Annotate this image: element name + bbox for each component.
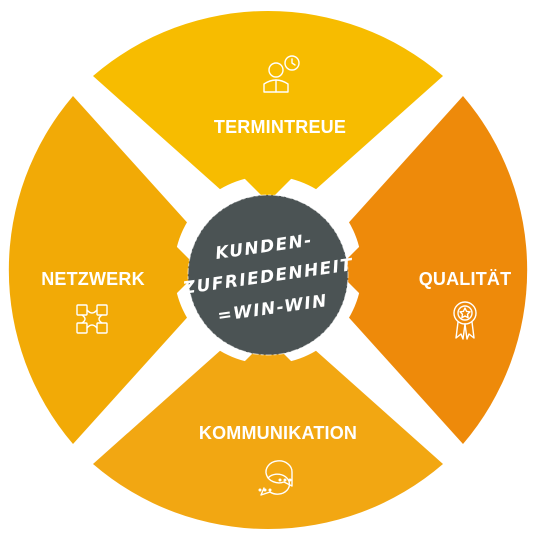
segment-bottom xyxy=(93,308,443,530)
label-netzwerk: NETZWERK xyxy=(41,269,145,289)
businessman-clock-icon xyxy=(263,55,300,93)
segment-right xyxy=(306,96,528,444)
notch-right xyxy=(336,240,366,300)
segment-left xyxy=(8,96,231,444)
label-kommunikation: KOMMUNIKATION xyxy=(199,423,357,443)
notch-top xyxy=(238,172,298,202)
chat-bubbles-icon xyxy=(258,460,293,496)
segment-top xyxy=(93,10,443,232)
label-qualitaet: QUALITÄT xyxy=(419,269,512,289)
label-termintreue: TERMINTREUE xyxy=(214,117,346,137)
award-medal-icon xyxy=(453,301,477,340)
notch-left xyxy=(170,240,200,300)
center-outline xyxy=(187,194,349,356)
joined-hands-icon xyxy=(76,304,108,334)
center-circle xyxy=(188,195,348,355)
